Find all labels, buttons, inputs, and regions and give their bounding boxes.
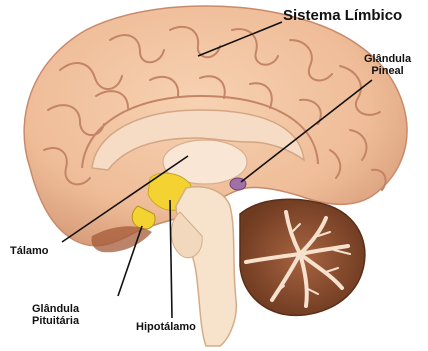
label-glandula-pituitaria-line2: Pituitária xyxy=(32,316,79,328)
label-hipotalamo: Hipotálamo xyxy=(136,322,196,334)
label-glandula-pineal-line2: Pineal xyxy=(364,66,411,78)
cerebellum xyxy=(240,199,365,315)
label-glandula-pineal-line1: Glândula xyxy=(364,54,411,66)
label-glandula-pituitaria-line1: Glândula xyxy=(32,304,79,316)
label-glandula-pituitaria: Glândula Pituitária xyxy=(32,304,79,327)
label-sistema-limbico: Sistema Límbico xyxy=(283,8,402,24)
label-glandula-pineal: Glândula Pineal xyxy=(364,54,411,77)
label-talamo: Tálamo xyxy=(10,246,49,258)
